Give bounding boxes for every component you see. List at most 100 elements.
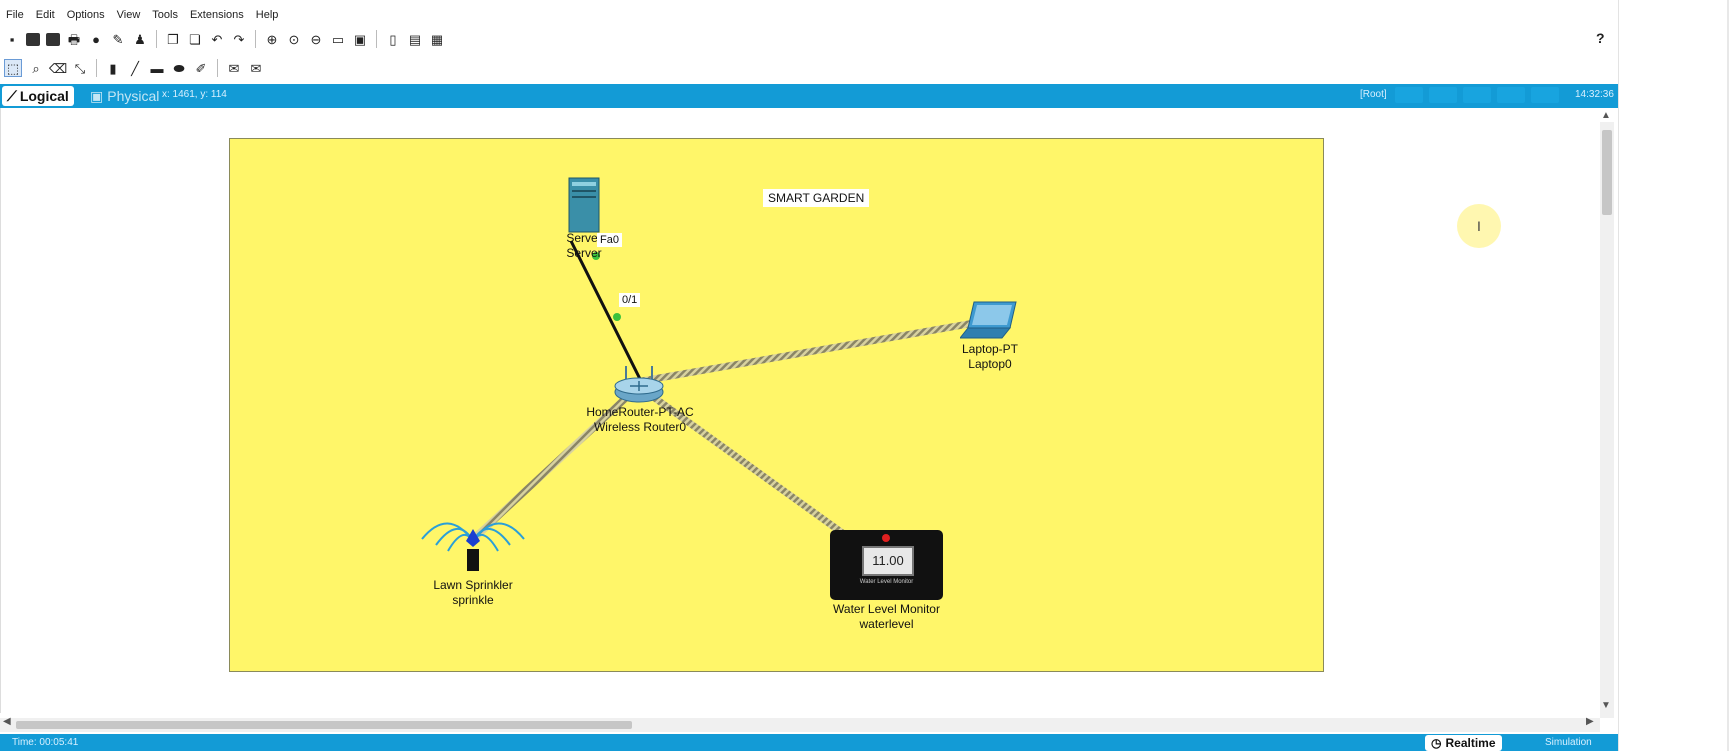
new-file-icon[interactable]: ▪	[9, 31, 15, 47]
text-cursor-icon: I	[1477, 218, 1481, 234]
open-folder-icon[interactable]	[26, 32, 40, 46]
zoom-out-icon[interactable]: ⊖	[310, 31, 322, 47]
custom-devices-icon[interactable]: ▣	[353, 31, 367, 47]
server-type: Server	[566, 231, 602, 245]
scroll-down-arrow[interactable]: ▼	[1601, 700, 1611, 711]
menu-options[interactable]: Options	[66, 9, 105, 21]
cursor-coordinates: x: 1461, y: 114	[162, 89, 227, 100]
drawing-palette-icon[interactable]: ▭	[331, 31, 345, 47]
zoom-reset-icon[interactable]: ⊙	[288, 31, 300, 47]
root-label[interactable]: [Root]	[1360, 89, 1387, 100]
server-label: Server Server	[546, 231, 622, 261]
draw-ellipse-icon[interactable]: ⬬	[173, 60, 185, 76]
vertical-scroll-thumb[interactable]	[1602, 130, 1612, 215]
sprinkler-name: sprinkle	[452, 593, 494, 607]
user-profile-icon[interactable]: ♟	[134, 31, 146, 47]
inspect-tool-icon[interactable]: ⌕	[32, 60, 40, 76]
common-tools-bar: ⬚ ⌕ ⌫ ⤡ ▮ ╱ ▬ ⬬ ✐ ✉ ✉	[4, 56, 264, 80]
add-complex-pdu-icon[interactable]: ✉	[250, 60, 262, 76]
set-background-button[interactable]	[1463, 87, 1491, 103]
place-note-icon[interactable]: ▮	[109, 60, 117, 76]
server-device[interactable]	[566, 176, 602, 234]
router-type: HomeRouter-PT-AC	[586, 405, 694, 419]
zoom-in-icon[interactable]: ⊕	[266, 31, 278, 47]
realtime-label: Realtime	[1445, 736, 1496, 750]
paste-icon[interactable]: ❏	[189, 31, 201, 47]
logical-icon: ⟋	[7, 87, 17, 104]
network-info-icon[interactable]: ▦	[430, 31, 444, 47]
menu-tools[interactable]: Tools	[152, 9, 178, 21]
simulation-time: Time: 00:05:41	[12, 737, 79, 748]
pdu-icon[interactable]: ▤	[408, 31, 422, 47]
menu-extensions[interactable]: Extensions	[189, 9, 244, 21]
laptop-name: Laptop0	[968, 357, 1012, 371]
toolbar-separator	[255, 30, 256, 48]
canvas-note[interactable]: SMART GARDEN	[763, 189, 870, 207]
move-object-button[interactable]	[1429, 87, 1457, 103]
clock-icon: ◷	[1431, 736, 1442, 750]
sprinkler-label: Lawn Sprinkler sprinkle	[418, 578, 528, 608]
undo-icon[interactable]: ↶	[211, 31, 223, 47]
delete-tool-icon[interactable]: ⌫	[48, 60, 68, 76]
horizontal-scrollbar[interactable]	[0, 718, 1600, 732]
horizontal-scroll-thumb[interactable]	[16, 721, 632, 729]
scroll-right-arrow[interactable]: ▶	[1586, 716, 1594, 727]
add-simple-pdu-icon[interactable]: ✉	[228, 60, 240, 76]
waterlevel-label: Water Level Monitor waterlevel	[810, 602, 963, 632]
physical-icon: ▣	[90, 87, 104, 104]
draw-rectangle-icon[interactable]: ▬	[150, 60, 164, 76]
resize-shape-icon[interactable]: ⤡	[74, 60, 86, 76]
environment-button[interactable]	[1531, 87, 1559, 103]
tab-logical-label: Logical	[19, 88, 69, 104]
status-led-icon	[882, 534, 890, 542]
water-level-monitor-device[interactable]: 11.00 Water Level Monitor	[830, 530, 943, 600]
viewport-button[interactable]	[1497, 87, 1525, 103]
router-name: Wireless Router0	[593, 420, 687, 434]
clock: 14:32:36	[1575, 89, 1614, 100]
toolbar-separator	[156, 30, 157, 48]
water-level-readout: 11.00	[862, 546, 914, 576]
toolbar-separator	[96, 59, 97, 77]
app-window: File Edit Options View Tools Extensions …	[0, 6, 1618, 751]
tab-physical[interactable]: ▣ Physical	[86, 86, 163, 106]
vertical-scrollbar[interactable]	[1600, 122, 1614, 718]
workspace-buttons	[1395, 87, 1559, 103]
toolbar-separator	[217, 59, 218, 77]
tab-logical[interactable]: ⟋ Logical	[2, 86, 74, 106]
help-button[interactable]: ?	[1596, 30, 1605, 46]
water-level-caption: Water Level Monitor	[859, 579, 914, 585]
realtime-mode-button[interactable]: ◷ Realtime	[1425, 735, 1502, 751]
select-tool-icon[interactable]: ⬚	[4, 59, 22, 77]
tab-physical-label: Physical	[107, 88, 160, 104]
laptop-label: Laptop-PT Laptop0	[945, 342, 1035, 372]
scroll-up-arrow[interactable]: ▲	[1601, 110, 1611, 121]
draw-line-icon[interactable]: ╱	[131, 60, 139, 76]
print-icon[interactable]: 🖶	[67, 31, 81, 47]
laptop-type: Laptop-PT	[961, 342, 1019, 356]
redo-icon[interactable]: ↷	[233, 31, 245, 47]
new-cluster-button[interactable]	[1395, 87, 1423, 103]
menu-help[interactable]: Help	[255, 9, 279, 21]
scroll-left-arrow[interactable]: ◀	[3, 716, 11, 727]
menu-bar: File Edit Options View Tools Extensions …	[0, 6, 284, 24]
simulation-mode-button[interactable]: Simulation	[1545, 737, 1592, 748]
freeform-icon[interactable]: ✐	[195, 60, 207, 76]
info-icon[interactable]: ●	[92, 31, 100, 47]
router-label: HomeRouter-PT-AC Wireless Router0	[570, 405, 710, 435]
menu-file[interactable]: File	[6, 9, 24, 21]
waterlevel-name: waterlevel	[859, 617, 914, 631]
server-name: Server	[566, 246, 602, 260]
text-cursor-highlight: I	[1457, 204, 1501, 248]
wireless-router-device[interactable]	[612, 362, 666, 404]
activity-wizard-icon[interactable]: ✎	[112, 31, 124, 47]
workspace-mode-bar: ⟋ Logical ▣ Physical x: 1461, y: 114 [Ro…	[0, 84, 1618, 108]
laptop-device[interactable]	[960, 300, 1020, 340]
smart-garden-cluster	[229, 138, 1324, 672]
menu-edit[interactable]: Edit	[35, 9, 55, 21]
right-gutter	[1618, 0, 1735, 751]
menu-view[interactable]: View	[116, 9, 141, 21]
copy-icon[interactable]: ❐	[167, 31, 179, 47]
save-icon[interactable]	[46, 32, 60, 46]
viewport-icon[interactable]: ▯	[389, 31, 397, 47]
lawn-sprinkler-device[interactable]	[418, 505, 528, 577]
